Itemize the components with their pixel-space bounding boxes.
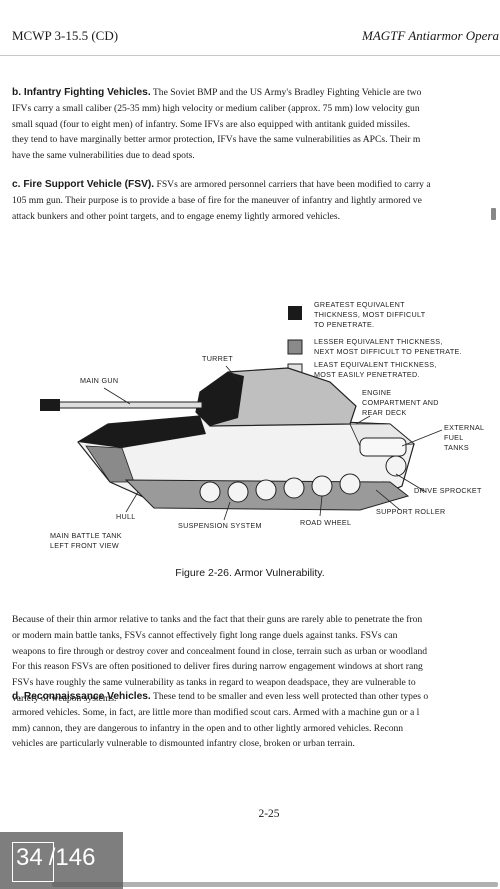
label-drive-sprocket: DRIVE SPROCKET (414, 486, 482, 495)
paragraph-line: IFVs carry a small caliber (25-35 mm) hi… (12, 102, 420, 114)
header-divider (0, 55, 500, 56)
running-header-right: MAGTF Antiarmor Opera (362, 28, 499, 43)
armor-vulnerability-figure: GREATEST EQUIVALENT THICKNESS, MOST DIFF… (40, 300, 484, 550)
paragraph-line: Because of their thin armor relative to … (12, 614, 423, 625)
section-heading: b. Infantry Fighting Vehicles. (12, 87, 151, 98)
current-page-box[interactable] (12, 842, 54, 882)
paragraph-line: c. Fire Support Vehicle (FSV). FSVs are … (12, 179, 431, 190)
legend-text: NEXT MOST DIFFICULT TO PENETRATE. (314, 347, 462, 356)
figure-caption: Figure 2-26. Armor Vulnerability. (175, 567, 325, 579)
label-fuel: FUEL (444, 433, 464, 442)
legend-text: LESSER EQUIVALENT THICKNESS, (314, 337, 443, 346)
paragraph-line: attack bunkers and other point targets, … (12, 210, 341, 222)
page-indicator[interactable]: 34/146 (0, 832, 123, 889)
legend-text: GREATEST EQUIVALENT (314, 300, 405, 309)
running-header-left: MCWP 3-15.5 (CD) (12, 28, 119, 43)
legend-swatch-lesser (287, 339, 303, 355)
label-fuel: TANKS (444, 443, 469, 452)
paragraph-line: small squad (four to eight men) of infan… (12, 118, 410, 130)
paragraph-fire-support-vehicle: c. Fire Support Vehicle (FSV). FSVs are … (12, 177, 490, 224)
paragraph-infantry-fighting-vehicles: b. Infantry Fighting Vehicles. The Sovie… (12, 85, 490, 164)
label-support-roller: SUPPORT ROLLER (376, 507, 445, 516)
paragraph-reconnaissance-vehicles: d. Reconnaissance Vehicles. These tend t… (12, 689, 490, 752)
paragraph-line: or modern main battle tanks, FSVs cannot… (12, 629, 398, 641)
label-engine: REAR DECK (362, 408, 407, 417)
legend-text: LEAST EQUIVALENT THICKNESS, (314, 360, 437, 369)
paragraph-line: they tend to have marginally better armo… (12, 134, 421, 146)
paragraph-line: have the same vulnerabilities due to dea… (12, 150, 195, 162)
paragraph-line: vehicles are particularly vulnerable to … (12, 738, 355, 750)
label-view: LEFT FRONT VIEW (50, 541, 119, 550)
paragraph-line: FSVs have roughly the same vulnerability… (12, 677, 416, 689)
paragraph-line: b. Infantry Fighting Vehicles. The Sovie… (12, 87, 422, 98)
label-road-wheel: ROAD WHEEL (300, 518, 351, 527)
label-turret: TURRET (202, 354, 233, 363)
legend-swatch-greatest (288, 306, 302, 320)
label-fuel: EXTERNAL (444, 423, 484, 432)
paragraph-fsv-continued: Because of their thin armor relative to … (12, 612, 490, 707)
paragraph-line: mm) cannon, they are dangerous to infant… (12, 722, 404, 734)
label-suspension: SUSPENSION SYSTEM (178, 521, 262, 530)
legend-text: MOST EASILY PENETRATED. (314, 370, 420, 379)
total-pages: /146 (48, 844, 96, 871)
label-main-gun: MAIN GUN (80, 376, 118, 385)
legend-text: THICKNESS, MOST DIFFICULT (314, 310, 426, 319)
label-engine: ENGINE (362, 388, 391, 397)
paragraph-line: weapons to fire through or destroy cover… (12, 645, 428, 657)
section-heading: c. Fire Support Vehicle (FSV). (12, 179, 155, 190)
paragraph-line: For this reason FSVs are often positione… (12, 661, 423, 673)
section-heading: d. Reconnaissance Vehicles. (12, 691, 151, 702)
paragraph-line: 105 mm gun. Their purpose is to provide … (12, 194, 422, 206)
label-engine: COMPARTMENT AND (362, 398, 439, 407)
page-number: 2-25 (258, 808, 280, 820)
page-counter: 34/146 (16, 844, 95, 872)
tank-drawing (40, 367, 416, 511)
paragraph-line: d. Reconnaissance Vehicles. These tend t… (12, 691, 429, 702)
current-page: 34 (16, 844, 43, 871)
paragraph-line: armored vehicles. Some, in fact, are lit… (12, 706, 420, 718)
scrollbar-thumb[interactable] (491, 208, 496, 220)
reading-progress-bar[interactable] (52, 882, 498, 887)
legend-text: TO PENETRATE. (314, 320, 374, 329)
label-hull: HULL (116, 512, 136, 521)
paragraph-line: variety of weapon systems. (12, 692, 117, 704)
callout-lines (103, 365, 443, 521)
label-view: MAIN BATTLE TANK (50, 531, 122, 540)
